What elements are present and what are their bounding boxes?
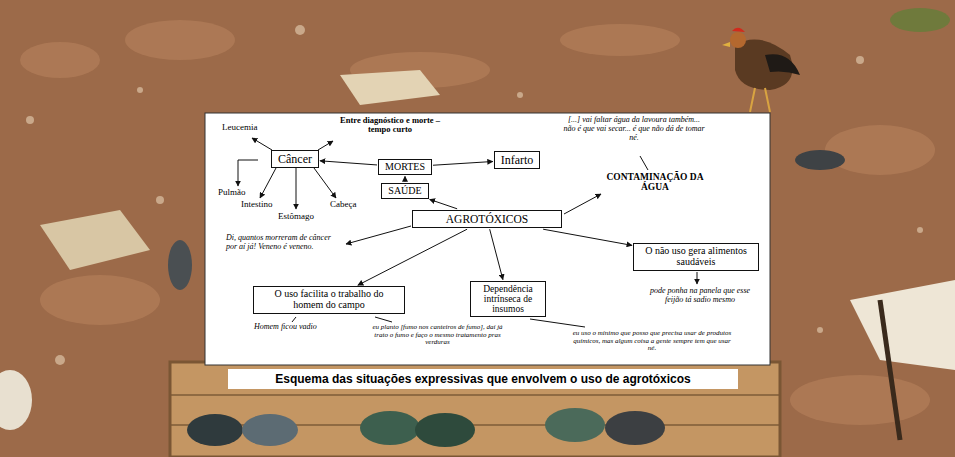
box-text: MORTES xyxy=(385,162,425,173)
tool-handle xyxy=(880,300,900,440)
leader-arrow xyxy=(318,141,333,150)
dirt-patch xyxy=(40,275,160,325)
quote-note: pode ponha na panela que esse feijão tá … xyxy=(645,287,755,305)
connector-arrow xyxy=(320,161,377,165)
boot-shape xyxy=(340,70,440,105)
grass xyxy=(890,8,950,32)
pebble xyxy=(156,196,164,204)
leader-arrow xyxy=(697,272,698,284)
box-text: Infarto xyxy=(501,154,534,167)
connector-arrow xyxy=(430,199,457,208)
chicken-left xyxy=(0,370,32,430)
boot-shape xyxy=(40,210,150,270)
concept-label: Intestino xyxy=(241,200,273,210)
leader-arrow xyxy=(238,160,258,186)
concept-label: Entre diagnóstico e morte – tempo curto xyxy=(336,116,444,135)
concept-label: Leucemia xyxy=(222,123,257,133)
dirt-patch xyxy=(825,125,935,175)
boot-shape xyxy=(850,280,955,370)
concept-box: Câncer xyxy=(271,150,319,169)
leader-arrow xyxy=(260,168,276,198)
concept-box: AGROTÓXICOS xyxy=(412,210,562,228)
leader-line xyxy=(292,317,296,322)
leader-arrow xyxy=(564,194,601,214)
box-text: Câncer xyxy=(278,153,312,166)
chicken-beak xyxy=(722,42,730,47)
quote-note: Di, quantos morreram de câncer por aí já… xyxy=(226,234,340,252)
pebbles xyxy=(26,25,923,365)
pebble xyxy=(817,327,823,333)
leader-arrow xyxy=(296,168,297,209)
concept-box: Dependência intrínseca de insumos xyxy=(470,281,546,318)
pebble xyxy=(55,355,65,365)
flip-flop xyxy=(605,411,665,445)
connector-arrow xyxy=(543,229,632,245)
quote-note: Homem ficou vadio xyxy=(254,323,317,332)
connector-arrow xyxy=(358,229,467,285)
figure-caption: Esquema das situações expressivas que en… xyxy=(228,369,738,389)
flip-flop xyxy=(168,240,192,290)
dirt-patch xyxy=(20,42,100,78)
concept-box: O uso facilita o trabalho do homem do ca… xyxy=(253,286,405,314)
flip-flop xyxy=(360,411,420,445)
box-text: O uso facilita o trabalho do homem do ca… xyxy=(260,289,398,311)
concept-box: MORTES xyxy=(378,159,432,176)
quote-note: eu uso o mínimo que posso que precisa us… xyxy=(572,330,732,353)
box-text: SAÚDE xyxy=(388,186,421,197)
leader-line xyxy=(530,319,585,327)
concept-label: CONTAMINAÇÃO DA ÁGUA xyxy=(603,172,707,193)
quote-note: eu planto [fumo nos canteiros de fumo], … xyxy=(370,324,505,347)
connector-arrow xyxy=(433,162,493,166)
connector-arrow xyxy=(405,176,406,181)
chicken-body xyxy=(0,370,32,430)
flip-flop xyxy=(795,150,845,170)
chicken xyxy=(722,28,800,112)
ground-texture xyxy=(20,20,935,425)
chicken-legs xyxy=(750,88,770,112)
crate xyxy=(170,362,780,457)
concept-box: O não uso gera alimentos saudáveis xyxy=(633,243,759,271)
leader-arrow xyxy=(346,226,411,244)
dirt-patch xyxy=(790,375,930,425)
quote-note: [...] vai faltar água da lavoura também.… xyxy=(563,116,705,142)
box-text: O não uso gera alimentos saudáveis xyxy=(640,246,752,268)
chicken-head xyxy=(730,32,746,48)
dirt-patch xyxy=(125,20,235,60)
leader-line xyxy=(640,156,648,170)
pebble xyxy=(26,116,34,124)
pebble xyxy=(295,25,305,35)
flip-flop xyxy=(415,413,475,447)
concept-label: Pulmão xyxy=(218,188,246,198)
chicken-tail xyxy=(765,54,800,75)
wooden-crate xyxy=(170,362,780,457)
connector-arrow xyxy=(490,229,503,279)
crate-frame xyxy=(170,362,780,457)
flip-flop xyxy=(545,408,605,442)
leader-arrow xyxy=(252,138,272,150)
pebble xyxy=(137,87,143,93)
flip-flop xyxy=(187,414,243,446)
concept-label: Estômago xyxy=(278,212,314,222)
leader-line xyxy=(375,317,392,322)
pebble xyxy=(517,92,523,98)
concept-label: Cabeça xyxy=(330,200,356,210)
concept-box: SAÚDE xyxy=(381,183,428,200)
concept-box: Infarto xyxy=(494,151,541,170)
dirt-patch xyxy=(560,24,680,56)
leader-arrow xyxy=(314,168,336,198)
white-boot-right xyxy=(850,280,955,440)
flip-flop xyxy=(242,414,298,446)
chicken-comb xyxy=(732,28,745,32)
pebble xyxy=(856,56,864,64)
leader-lines xyxy=(238,138,697,327)
box-text: AGROTÓXICOS xyxy=(419,213,555,225)
box-text: Dependência intrínseca de insumos xyxy=(477,284,539,315)
pebble xyxy=(917,227,923,233)
diagram-card xyxy=(205,113,770,365)
